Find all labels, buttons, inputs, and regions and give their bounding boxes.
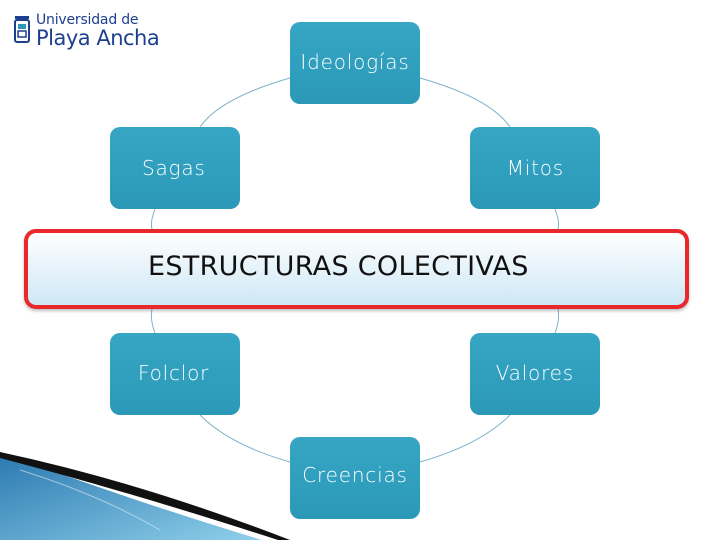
node-sagas: Sagas [110,127,240,209]
node-folclor-label: Folclor [138,361,210,385]
node-creencias-label: Creencias [302,463,408,487]
node-valores: Valores [470,333,600,415]
node-mitos: Mitos [470,127,600,209]
logo-line1: Universidad de [36,12,139,28]
node-valores-label: Valores [495,361,574,385]
node-ideologias-label: Ideologías [300,50,410,74]
logo-line2: Playa Ancha [36,26,160,50]
node-creencias: Creencias [290,437,420,519]
center-banner-title: ESTRUCTURAS COLECTIVAS [148,251,529,282]
node-sagas-label: Sagas [142,156,206,180]
university-seal-icon [14,16,30,43]
node-folclor: Folclor [110,333,240,415]
center-banner: ESTRUCTURAS COLECTIVAS [24,229,689,309]
node-ideologias: Ideologías [290,22,420,104]
node-mitos-label: Mitos [506,156,564,180]
university-logo: Universidad de Playa Ancha [12,12,162,52]
